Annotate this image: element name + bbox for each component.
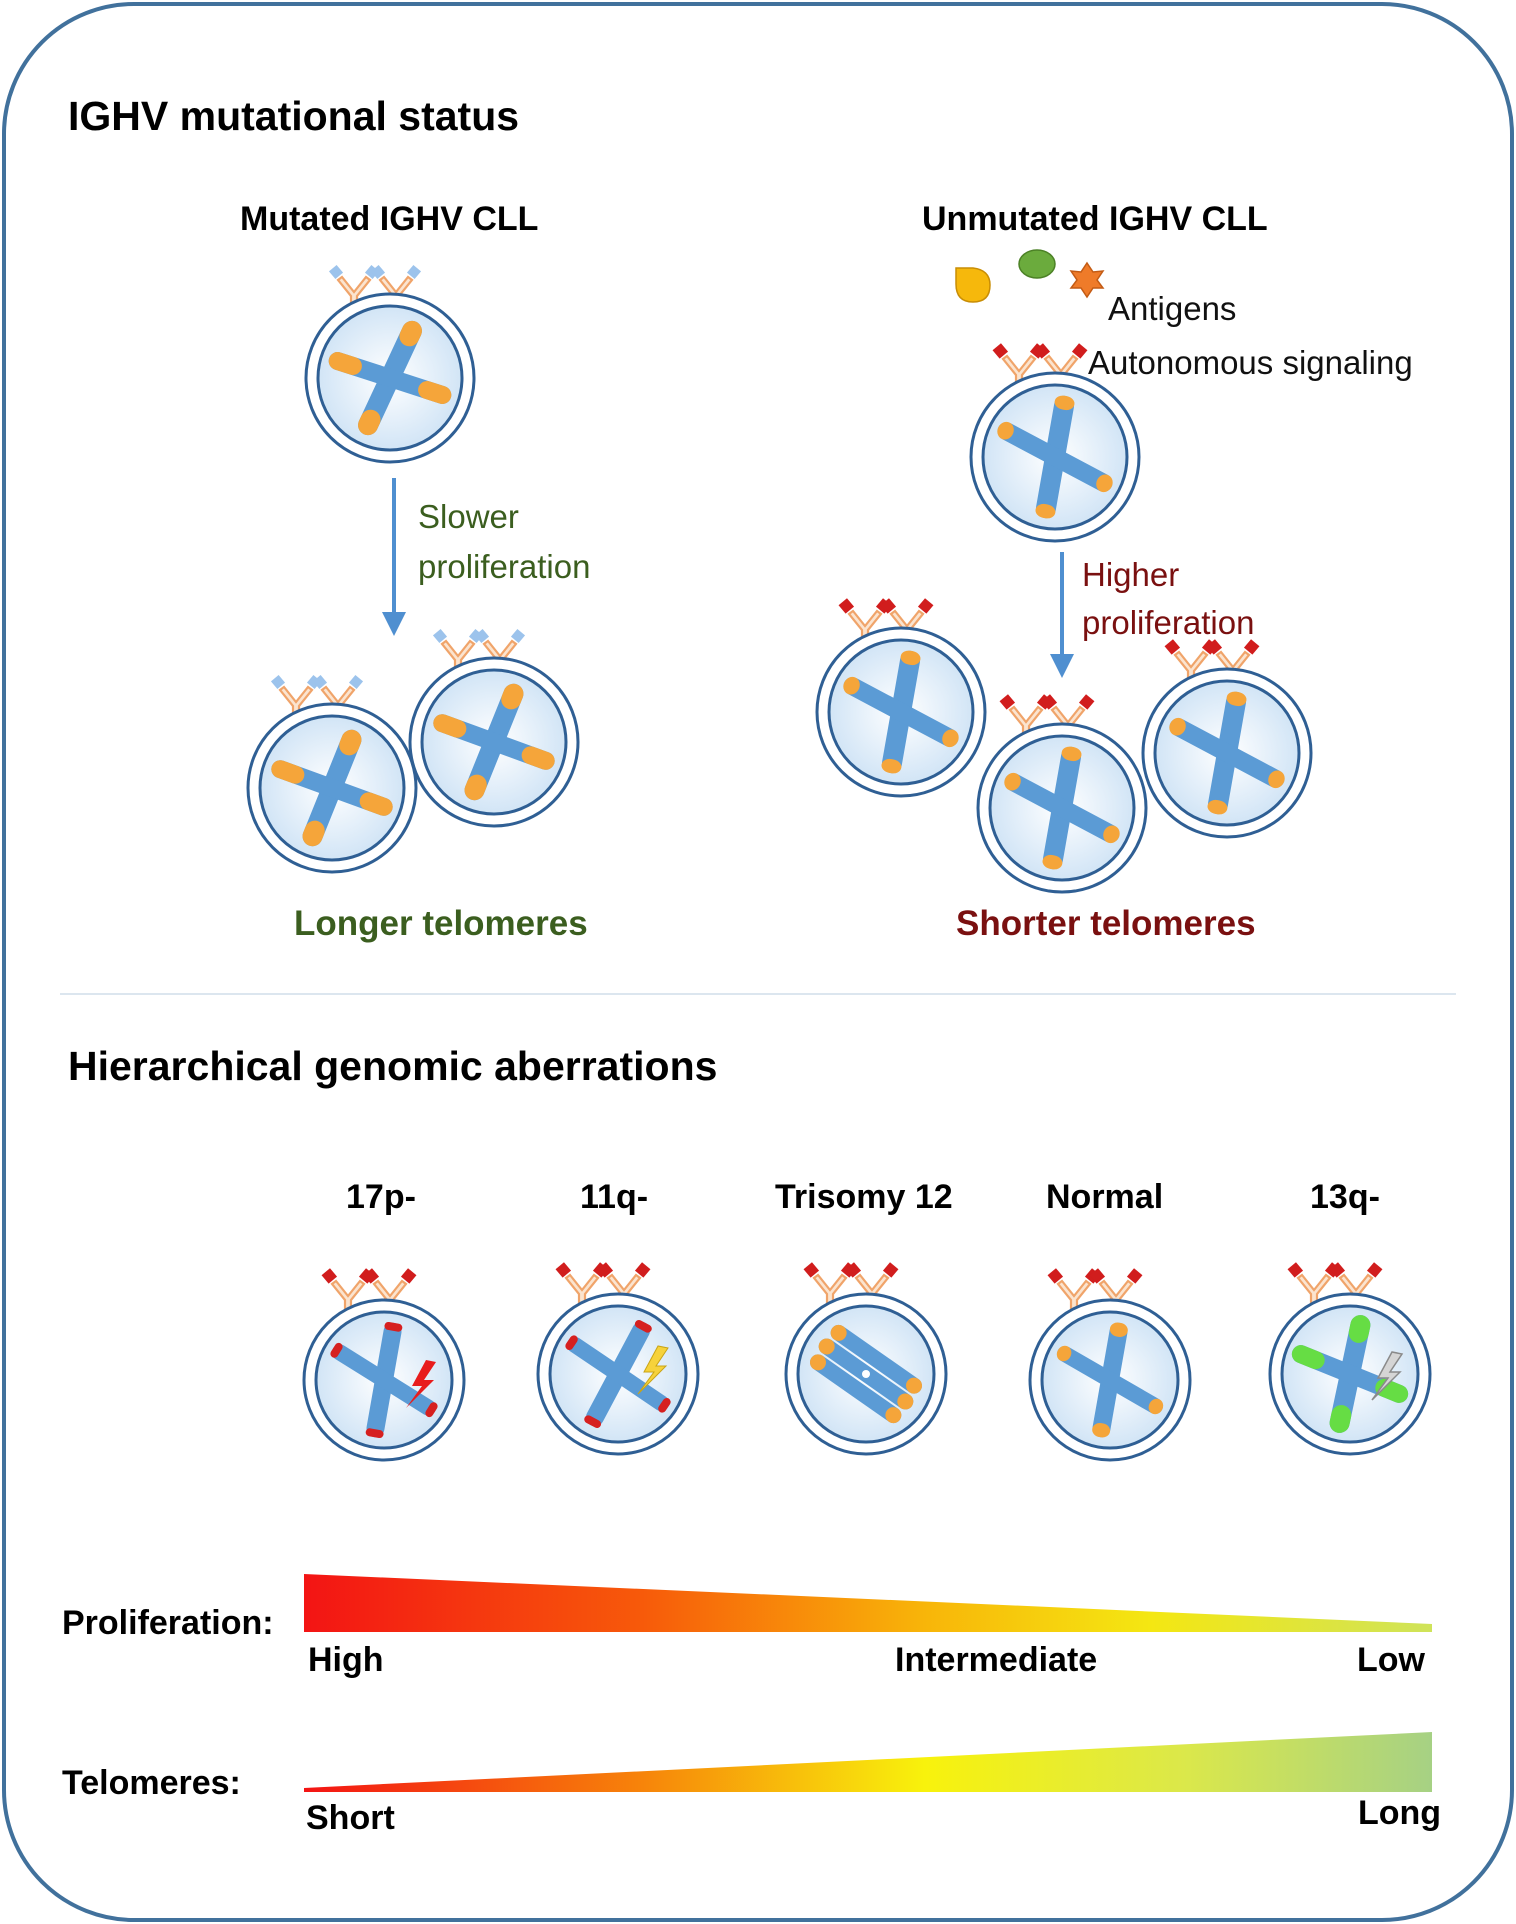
cell-trisomy-12 [784, 1262, 948, 1456]
proliferation-low: Low [1357, 1641, 1425, 1679]
telomeres-gradient-bar [304, 1732, 1432, 1792]
unmutated-cell-top [969, 343, 1141, 543]
aberration-label-13q: 13q- [1310, 1178, 1380, 1216]
cell-13q-deletion [1268, 1262, 1432, 1456]
lightning-yellow-icon [637, 1345, 669, 1395]
mutated-result: Longer telomeres [294, 904, 588, 943]
antigen-drop-icon [955, 267, 991, 303]
section-title-ighv: IGHV mutational status [68, 93, 520, 139]
unmutated-result: Shorter telomeres [956, 904, 1256, 943]
mutated-arrow-label-2: proliferation [418, 548, 591, 585]
autonomous-signaling-label: Autonomous signaling [1088, 344, 1413, 381]
unmutated-cell-daughter-1 [815, 598, 987, 798]
antigen-oval-icon [1018, 249, 1056, 279]
proliferation-gradient-bar [304, 1574, 1432, 1632]
antigens-label: Antigens [1108, 290, 1237, 327]
unmutated-title: Unmutated IGHV CLL [922, 200, 1268, 238]
mutated-arrow-label-1: Slower [418, 498, 519, 535]
aberration-label-normal: Normal [1046, 1178, 1164, 1216]
lightning-red-icon [406, 1360, 436, 1408]
cell-normal [1028, 1268, 1192, 1462]
unmutated-cell-daughter-3 [1141, 639, 1313, 839]
unmutated-arrow-label-2: proliferation [1082, 604, 1255, 641]
antigen-star-icon [1069, 261, 1105, 299]
proliferation-high: High [308, 1641, 384, 1679]
aberration-label-17p: 17p- [346, 1178, 416, 1216]
unmutated-cell-daughter-2 [976, 694, 1148, 894]
mutated-title: Mutated IGHV CLL [240, 200, 539, 238]
cell-17p-deletion [302, 1268, 466, 1462]
telomeres-label: Telomeres: [62, 1764, 241, 1802]
cell-11q-deletion [536, 1262, 700, 1456]
telomeres-long: Long [1358, 1794, 1442, 1832]
unmutated-arrow-label-1: Higher [1082, 556, 1180, 593]
proliferation-label: Proliferation: [62, 1604, 274, 1642]
aberration-label-11q: 11q- [580, 1178, 649, 1216]
lightning-grey-icon [1371, 1351, 1404, 1401]
telomeres-short: Short [306, 1799, 395, 1837]
mutated-arrow [382, 478, 406, 636]
mutated-cell-daughter-1 [246, 674, 418, 874]
proliferation-intermediate: Intermediate [895, 1641, 1098, 1679]
aberration-label-trisomy-12: Trisomy 12 [775, 1178, 953, 1216]
section-title-aberrations: Hierarchical genomic aberrations [68, 1043, 718, 1089]
unmutated-arrow [1050, 552, 1074, 678]
mutated-cell-daughter-2 [408, 628, 580, 828]
mutated-cell-top [304, 264, 476, 464]
